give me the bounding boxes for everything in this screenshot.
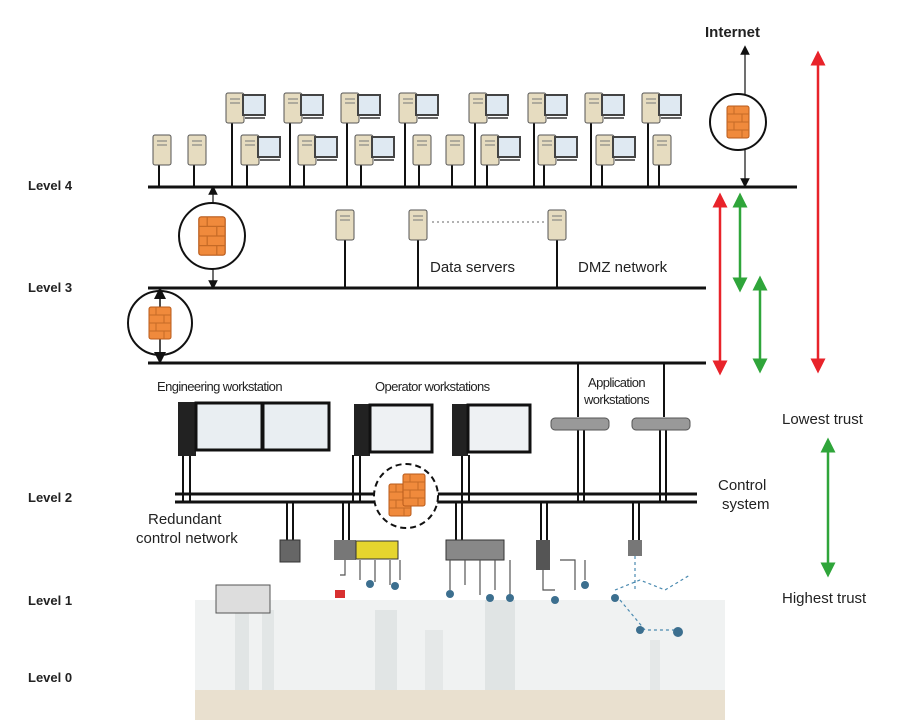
redundant-network-label: control network	[136, 530, 238, 547]
field-device-icons	[335, 580, 683, 637]
redundant-network-label: Redundant	[148, 511, 222, 528]
application-workstations-label: workstations	[583, 392, 650, 407]
workstation-icon	[355, 135, 394, 165]
workstation-icon	[399, 93, 438, 123]
plc-rack-icon	[215, 584, 271, 614]
level-4-label: Level 4	[28, 178, 73, 193]
workstation-icon	[298, 135, 337, 165]
firewall-icon	[726, 105, 750, 139]
controller-icon	[628, 540, 642, 556]
firewall-icon	[148, 306, 172, 340]
workstation-icon	[596, 135, 635, 165]
workstation-icon	[469, 93, 508, 123]
server-icon	[547, 209, 567, 241]
workstation-icon	[226, 93, 265, 123]
level-3-label: Level 3	[28, 280, 72, 295]
controller-icon	[279, 539, 301, 563]
control-system-label: Control	[718, 477, 766, 494]
safety-controller-icon	[355, 540, 399, 560]
dmz-network-label: DMZ network	[578, 259, 668, 276]
lowest-trust-label: Lowest trust	[782, 411, 864, 428]
internet-label: Internet	[705, 24, 760, 41]
application-workstations-label: Application	[588, 375, 645, 390]
workstation-icon	[528, 93, 567, 123]
level-2-drops	[182, 363, 667, 502]
workstation-icon	[642, 93, 681, 123]
control-system-label: system	[722, 496, 770, 513]
dmz-servers	[344, 235, 558, 288]
plant-background-image	[195, 590, 725, 720]
server-icon	[408, 209, 428, 241]
server-icon	[412, 134, 432, 166]
workstation-icon	[585, 93, 624, 123]
level-0-label: Level 0	[28, 670, 72, 685]
application-server-icon	[550, 417, 610, 431]
operator-workstation	[452, 403, 532, 456]
server-icon	[187, 134, 207, 166]
firewall-icon	[198, 216, 226, 256]
server-icon	[445, 134, 465, 166]
workstation-icon	[481, 135, 520, 165]
server-icon	[335, 209, 355, 241]
data-servers-label: Data servers	[430, 259, 515, 276]
engineering-workstation-label: Engineering workstation	[157, 379, 282, 394]
trust-arrows	[712, 50, 836, 578]
firewall-icon	[402, 473, 426, 507]
enterprise-workstations	[152, 93, 681, 187]
workstation-icon	[284, 93, 323, 123]
workstation-icon	[241, 135, 280, 165]
application-server-icon	[631, 417, 691, 431]
level-1-label: Level 1	[28, 593, 72, 608]
controller-icon	[334, 540, 356, 560]
level-1-drops	[286, 502, 640, 540]
engineering-workstation	[178, 401, 331, 456]
controller-icon	[536, 540, 550, 570]
controller-icon	[445, 539, 505, 561]
server-icon	[152, 134, 172, 166]
workstation-icon	[341, 93, 380, 123]
level-2-label: Level 2	[28, 490, 72, 505]
server-icon	[652, 134, 672, 166]
operator-workstations-label: Operator workstations	[375, 379, 491, 394]
highest-trust-label: Highest trust	[782, 590, 867, 607]
operator-workstation	[354, 403, 434, 456]
field-devices	[340, 556, 691, 631]
workstation-icon	[538, 135, 577, 165]
